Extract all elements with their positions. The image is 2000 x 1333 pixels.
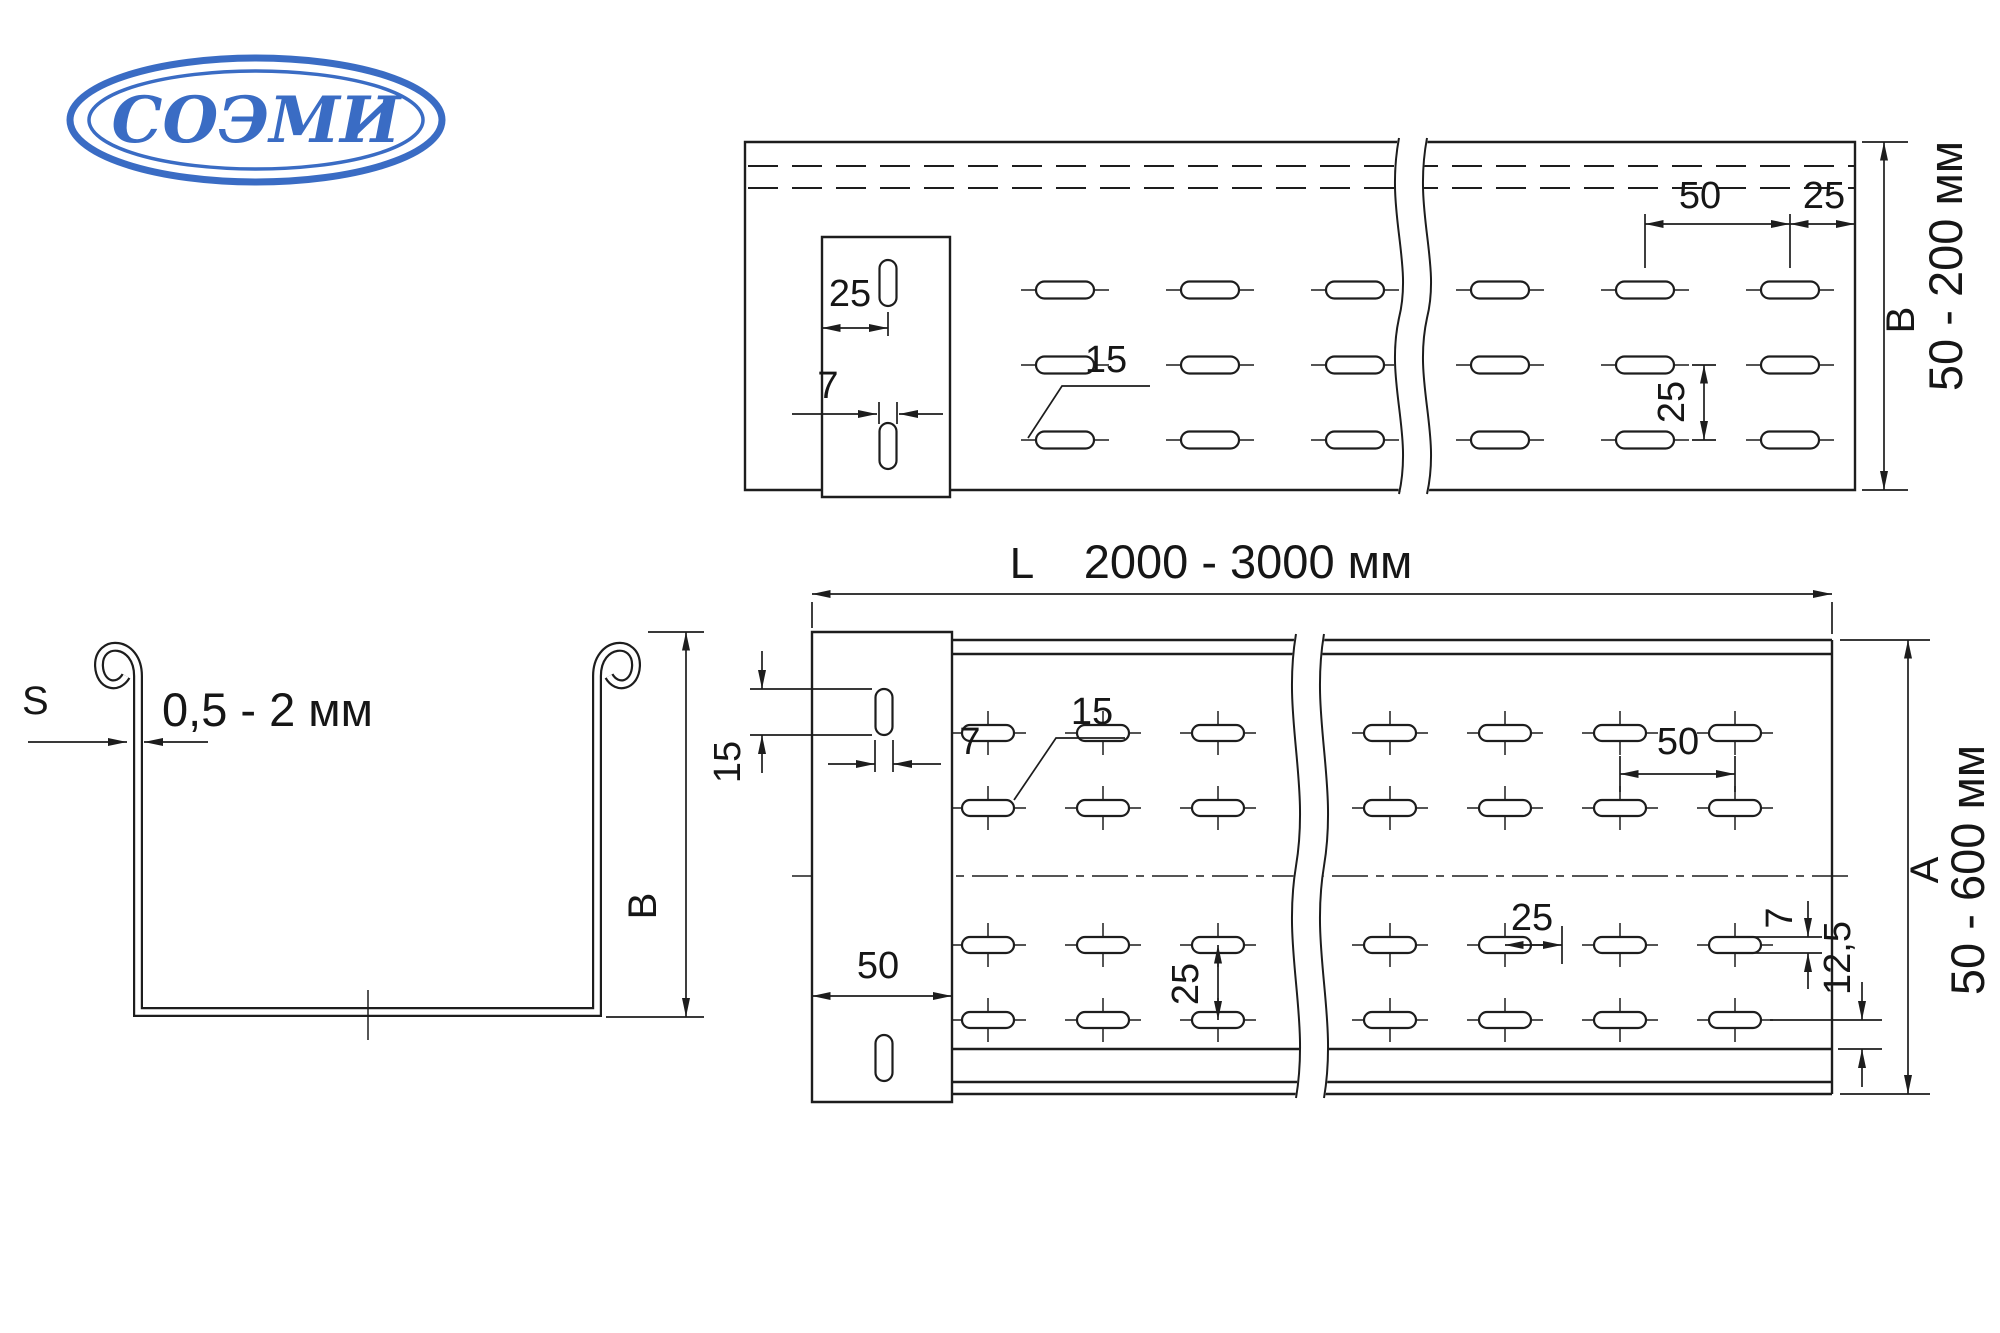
dim-offset-25: 25 bbox=[1511, 897, 1553, 939]
plan-view: L 2000 - 3000 мм 15 7 15 50 50 25 bbox=[707, 535, 1994, 1102]
side-view-body bbox=[743, 140, 1857, 492]
dim-edge-offset-12-5: 12,5 bbox=[1817, 921, 1859, 995]
dim-slot-length-15: 15 bbox=[1071, 691, 1113, 733]
dim-pitch-50: 50 bbox=[1679, 175, 1721, 217]
dim-pitch-50: 50 bbox=[1657, 721, 1699, 763]
dim-edge-25: 25 bbox=[1803, 175, 1845, 217]
dim-height-b: B bbox=[621, 893, 665, 920]
cross-section-view: S 0,5 - 2 мм B bbox=[22, 631, 704, 1040]
plan-view-dimensions: L 2000 - 3000 мм 15 7 15 50 50 25 bbox=[707, 535, 1994, 1095]
plan-view-body bbox=[792, 638, 1848, 1096]
dim-slot-width-7: 7 bbox=[1759, 907, 1801, 928]
cross-section-dimensions: S 0,5 - 2 мм B bbox=[22, 631, 704, 1018]
dim-row-pitch-25: 25 bbox=[1651, 381, 1693, 423]
side-view-joint-plate bbox=[820, 235, 952, 499]
dim-width-a: A bbox=[1903, 856, 1947, 883]
dim-thickness-symbol: S bbox=[22, 679, 49, 723]
logo-inner-ellipse bbox=[87, 69, 425, 171]
cross-section-profile bbox=[94, 641, 641, 1040]
dim-flange-width-50: 50 bbox=[857, 945, 899, 987]
plan-view-joint-plate bbox=[810, 630, 954, 1104]
dim-length-range: 2000 - 3000 мм bbox=[1084, 535, 1413, 588]
logo-outer-ellipse bbox=[66, 54, 446, 186]
side-view-break-line bbox=[1393, 138, 1433, 494]
dim-height-range: 50 - 200 мм bbox=[1919, 141, 1972, 391]
dim-slot-length-15: 15 bbox=[1085, 339, 1127, 381]
logo: СОЭМИ bbox=[66, 54, 446, 186]
plan-view-break-line bbox=[1290, 634, 1330, 1098]
dim-flange-slot-width-7: 7 bbox=[959, 721, 980, 763]
side-view-dimensions: 50 25 25 7 15 25 B 50 - 200 мм bbox=[792, 141, 1972, 491]
dim-flange-offset-25: 25 bbox=[829, 273, 871, 315]
dim-thickness-range: 0,5 - 2 мм bbox=[162, 683, 373, 736]
dim-row-pitch-25: 25 bbox=[1165, 963, 1207, 1005]
dim-width-range: 50 - 600 мм bbox=[1941, 745, 1994, 995]
logo-text: СОЭМИ bbox=[112, 83, 403, 158]
dim-height-b: B bbox=[1879, 307, 1923, 334]
dim-length-symbol: L bbox=[1010, 539, 1034, 588]
dim-flange-slot-length-15: 15 bbox=[707, 741, 749, 783]
dim-flange-slot-width-7: 7 bbox=[817, 365, 838, 407]
side-view: 50 25 25 7 15 25 B 50 - 200 мм bbox=[743, 138, 1972, 499]
